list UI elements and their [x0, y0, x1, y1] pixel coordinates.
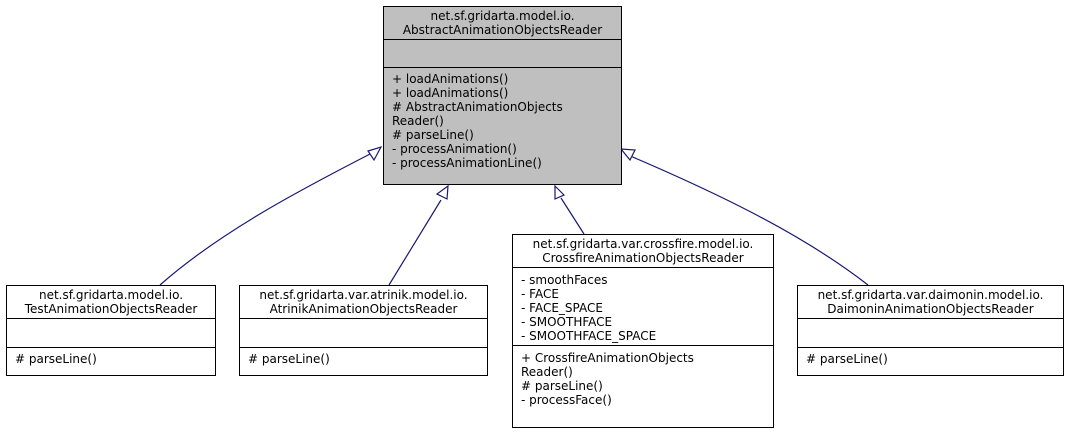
class-package: net.sf.gridarta.var.crossfire.model.io.	[532, 237, 754, 251]
methods-section: # parseLine()	[7, 347, 215, 375]
class-title: net.sf.gridarta.model.io. TestAnimationO…	[7, 286, 215, 318]
method: - processAnimationLine()	[392, 156, 542, 170]
edge-atrinik-to-base	[388, 199, 442, 286]
attribute: - smoothFaces	[521, 273, 608, 287]
class-test-animation-objects-reader[interactable]: net.sf.gridarta.model.io. TestAnimationO…	[6, 285, 216, 376]
attributes-section	[7, 318, 215, 347]
methods-section: + loadAnimations() + loadAnimations() # …	[384, 67, 621, 184]
method: # parseLine()	[248, 352, 330, 366]
attributes-section	[798, 318, 1063, 347]
class-name: DaimoninAnimationObjectsReader	[827, 302, 1034, 316]
class-name: CrossfireAnimationObjectsReader	[542, 251, 744, 265]
method: Reader()	[521, 365, 573, 379]
class-package: net.sf.gridarta.var.atrinik.model.io.	[259, 288, 468, 302]
class-atrinik-animation-objects-reader[interactable]: net.sf.gridarta.var.atrinik.model.io. At…	[239, 285, 488, 376]
class-title: net.sf.gridarta.model.io. AbstractAnimat…	[384, 7, 621, 39]
class-package: net.sf.gridarta.model.io.	[38, 288, 184, 302]
class-name: AbstractAnimationObjectsReader	[402, 23, 603, 37]
methods-section: # parseLine()	[240, 347, 487, 375]
attribute: - SMOOTHFACE_SPACE	[521, 329, 657, 343]
class-daimonin-animation-objects-reader[interactable]: net.sf.gridarta.var.daimonin.model.io. D…	[797, 285, 1064, 376]
method: Reader()	[392, 114, 444, 128]
arrowhead-atrinik	[435, 184, 449, 200]
methods-section: + CrossfireAnimationObjects Reader() # p…	[513, 345, 773, 427]
method: - processAnimation()	[392, 142, 517, 156]
arrowhead-test	[367, 145, 383, 162]
method: - processFace()	[521, 393, 612, 407]
arrowhead-crossfire	[554, 184, 566, 200]
attributes-section	[240, 318, 487, 347]
edge-daimonin-to-base	[627, 154, 869, 286]
method: # parseLine()	[15, 352, 97, 366]
attribute: - FACE_SPACE	[521, 301, 603, 315]
method: # parseLine()	[806, 352, 888, 366]
method: # parseLine()	[521, 379, 603, 393]
method: + loadAnimations()	[392, 86, 509, 100]
arrowhead-daimonin	[619, 148, 636, 162]
class-title: net.sf.gridarta.var.crossfire.model.io. …	[513, 235, 773, 267]
method: # AbstractAnimationObjects	[392, 100, 563, 114]
class-title: net.sf.gridarta.var.daimonin.model.io. D…	[798, 286, 1063, 318]
class-name: AtrinikAnimationObjectsReader	[269, 302, 458, 316]
edge-test-to-base	[159, 152, 373, 286]
methods-section: # parseLine()	[798, 347, 1063, 375]
class-crossfire-animation-objects-reader[interactable]: net.sf.gridarta.var.crossfire.model.io. …	[512, 234, 774, 428]
class-package: net.sf.gridarta.model.io.	[430, 9, 575, 23]
class-abstract-animation-objects-reader[interactable]: net.sf.gridarta.model.io. AbstractAnimat…	[383, 6, 622, 185]
method: + loadAnimations()	[392, 72, 509, 86]
class-package: net.sf.gridarta.var.daimonin.model.io.	[817, 288, 1044, 302]
attributes-section: - smoothFaces - FACE - FACE_SPACE - SMOO…	[513, 267, 773, 345]
attribute: - SMOOTHFACE	[521, 315, 613, 329]
method: # parseLine()	[392, 128, 474, 142]
attributes-section	[384, 39, 621, 67]
class-name: TestAnimationObjectsReader	[24, 302, 198, 316]
edge-crossfire-to-base	[560, 197, 585, 235]
method: + CrossfireAnimationObjects	[521, 351, 694, 365]
class-title: net.sf.gridarta.var.atrinik.model.io. At…	[240, 286, 487, 318]
attribute: - FACE	[521, 287, 559, 301]
